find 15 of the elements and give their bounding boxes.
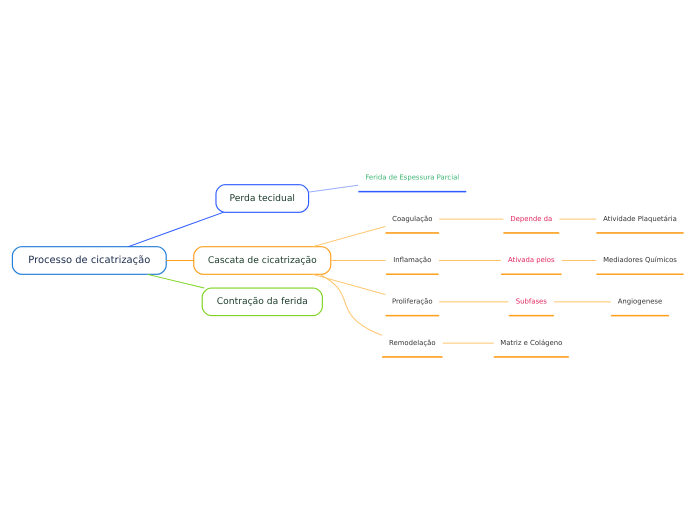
connector — [438, 300, 509, 302]
connector — [146, 273, 205, 288]
node-box: Perda tecidual — [215, 184, 310, 212]
connector — [312, 225, 386, 247]
node-box: Cascata de cicatrização — [193, 246, 332, 274]
connector — [442, 342, 494, 344]
node-box: Contração da ferida — [202, 286, 323, 316]
node-box: Processo de cicatrização — [12, 246, 167, 274]
connector — [558, 218, 597, 220]
connector — [319, 273, 382, 336]
connector — [438, 218, 504, 220]
connector — [308, 184, 359, 192]
connector — [554, 300, 612, 302]
connector — [312, 273, 386, 295]
connector — [128, 211, 224, 247]
